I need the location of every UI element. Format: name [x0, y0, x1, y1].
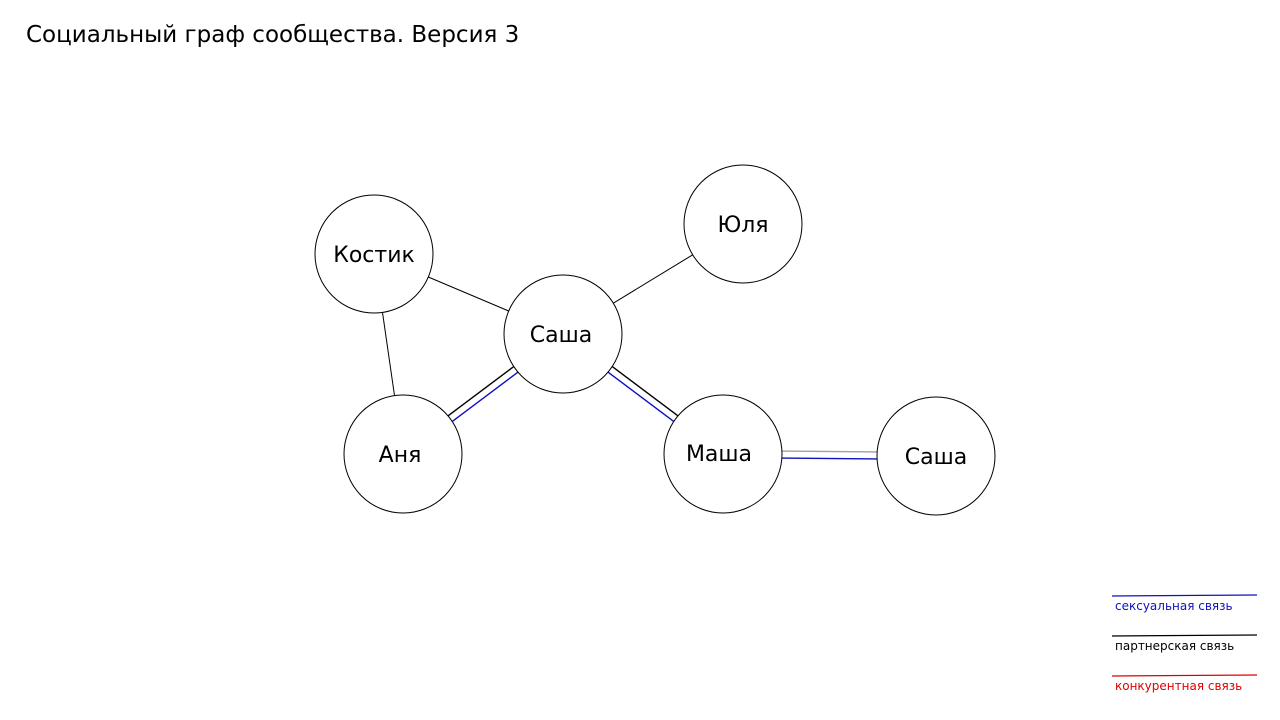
legend-item-partner: партнерская связь: [1111, 634, 1258, 653]
node-circle: [683, 164, 803, 284]
edge-sasha1-masha: [607, 366, 679, 422]
legend-swatch: [1111, 594, 1258, 597]
edge-line-partner: [611, 366, 679, 417]
edge-line-sexual: [781, 457, 878, 460]
legend: сексуальная связь партнерская связь конкур…: [1111, 594, 1258, 693]
legend-label: конкурентная связь: [1115, 679, 1242, 693]
node-sasha1[interactable]: Саша: [503, 274, 623, 394]
legend-label: партнерская связь: [1115, 639, 1234, 653]
node-circle: [314, 194, 434, 314]
page-title: Социальный граф сообщества. Версия 3: [26, 22, 520, 48]
edge-line-sexual: [451, 371, 519, 422]
edge-line-faded: [781, 450, 878, 453]
node-anya[interactable]: Аня: [343, 394, 463, 514]
node-masha[interactable]: Маша: [663, 394, 783, 514]
edges-layer: [382, 254, 878, 460]
node-label: Маша: [686, 442, 752, 467]
edge-line-plain: [428, 276, 509, 312]
edge-sasha1-yulya: [613, 254, 693, 304]
edge-line-plain: [382, 312, 395, 396]
node-label: Аня: [379, 443, 422, 468]
legend-item-competitor: конкурентная связь: [1111, 674, 1258, 693]
edge-line-sexual: [607, 371, 675, 422]
node-circle: [876, 396, 996, 516]
node-circle: [343, 394, 463, 514]
node-label: Саша: [530, 323, 592, 348]
edge-line-partner: [447, 366, 515, 417]
legend-swatch: [1111, 634, 1258, 637]
edge-kostik-anya: [382, 312, 395, 396]
legend-label: сексуальная связь: [1115, 599, 1233, 613]
node-circle: [503, 274, 623, 394]
node-sasha2[interactable]: Саша: [876, 396, 996, 516]
node-label: Юля: [717, 213, 768, 238]
legend-swatch: [1111, 674, 1258, 677]
node-label: Костик: [333, 243, 415, 268]
edge-kostik-sasha1: [428, 276, 509, 312]
node-circle: [663, 394, 783, 514]
edge-sasha1-anya: [447, 366, 519, 422]
node-label: Саша: [905, 445, 967, 470]
node-yulya[interactable]: Юля: [683, 164, 803, 284]
edge-masha-sasha2: [781, 450, 878, 460]
edge-line-plain: [613, 254, 693, 304]
node-kostik[interactable]: Костик: [314, 194, 434, 314]
legend-item-sexual: сексуальная связь: [1111, 594, 1258, 613]
